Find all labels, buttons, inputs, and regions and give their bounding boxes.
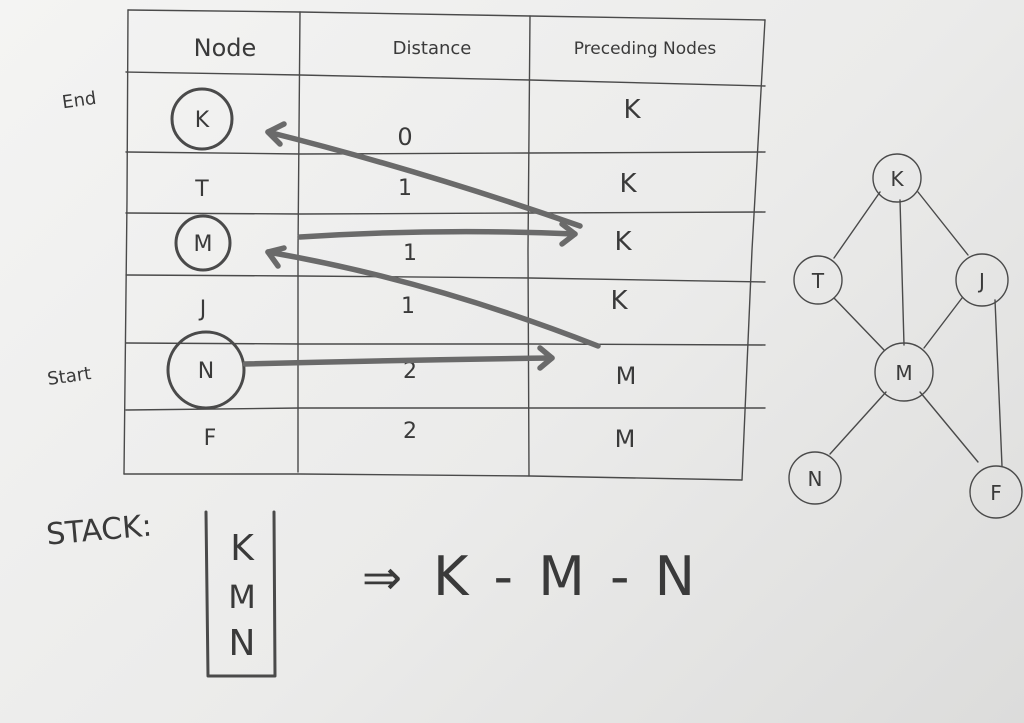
table-row: F 2 M: [204, 419, 636, 453]
arrow-start-n: [242, 355, 555, 367]
row-node: K: [195, 108, 210, 133]
stack-box: K M N: [204, 510, 277, 678]
row-distance: 0: [397, 123, 412, 151]
graph-node-label: M: [895, 361, 912, 385]
row-distance: 1: [403, 241, 417, 266]
row-distance: 1: [398, 176, 412, 201]
header-distance: Distance: [393, 38, 472, 59]
graph-node-n: [788, 451, 842, 505]
row-node: M: [194, 232, 213, 257]
result-arrow: ⇒: [362, 550, 402, 606]
table-grid: [123, 9, 766, 481]
row-node: N: [198, 359, 214, 384]
table-row: T 1 K: [194, 169, 637, 202]
edge-j-m: [923, 297, 963, 349]
graph-node-k: [872, 153, 922, 203]
end-label: End: [61, 88, 98, 114]
row-preceding: K: [623, 95, 641, 125]
stack-item: K: [230, 528, 255, 569]
stack-label: STACK:: [45, 508, 153, 552]
table-row: M 1 K: [174, 214, 632, 272]
graph-node-t: [793, 255, 843, 305]
backtrack-arrows: [242, 121, 601, 371]
node-circle-k: [170, 87, 234, 151]
node-circle-m: [174, 214, 232, 272]
row-distance: 2: [403, 419, 417, 444]
stack-item: M: [228, 578, 256, 616]
header-preceding: Preceding Nodes: [574, 39, 717, 59]
graph-node-label: F: [990, 481, 1002, 505]
row-node: J: [198, 297, 207, 322]
edge-m-n: [829, 391, 887, 455]
table-row: K 0 K: [170, 87, 641, 151]
graph-node-label: J: [977, 269, 985, 293]
graph-node-f: [969, 465, 1023, 519]
start-label: Start: [46, 363, 92, 390]
edge-k-m: [899, 199, 905, 346]
graph-node-j: [955, 253, 1009, 307]
edge-m-f: [919, 391, 979, 463]
edge-k-t: [833, 191, 881, 259]
row-preceding: M: [615, 425, 636, 453]
graph-node-label: N: [808, 467, 823, 491]
row-preceding: K: [619, 169, 637, 199]
arrow-k-to-k: [265, 129, 583, 229]
row-distance: 2: [403, 359, 417, 384]
row-preceding: M: [616, 362, 637, 390]
row-preceding: K: [614, 227, 632, 257]
edge-j-f: [994, 299, 1003, 467]
row-node: T: [194, 177, 209, 202]
graph-diagram: K T J M N F: [788, 153, 1023, 519]
arrow-n-to-m: [265, 249, 601, 349]
node-circle-n: [166, 330, 246, 410]
row-preceding: K: [610, 286, 628, 316]
edge-k-j: [917, 191, 969, 256]
row-distance: 1: [401, 294, 415, 319]
graph-node-label: T: [811, 269, 825, 293]
arrow-m-to-k: [297, 228, 578, 240]
table-row: J 1 K: [198, 286, 629, 322]
row-node: F: [204, 426, 217, 451]
result-path: K - M - N: [433, 545, 699, 608]
header-node: Node: [194, 34, 257, 62]
table-headers: Node Distance Preceding Nodes: [194, 34, 717, 62]
edge-t-m: [833, 297, 885, 351]
stack-item: N: [229, 623, 256, 664]
graph-node-m: [874, 342, 934, 402]
table-row: N 2 M: [166, 330, 637, 410]
graph-node-label: K: [890, 167, 904, 191]
